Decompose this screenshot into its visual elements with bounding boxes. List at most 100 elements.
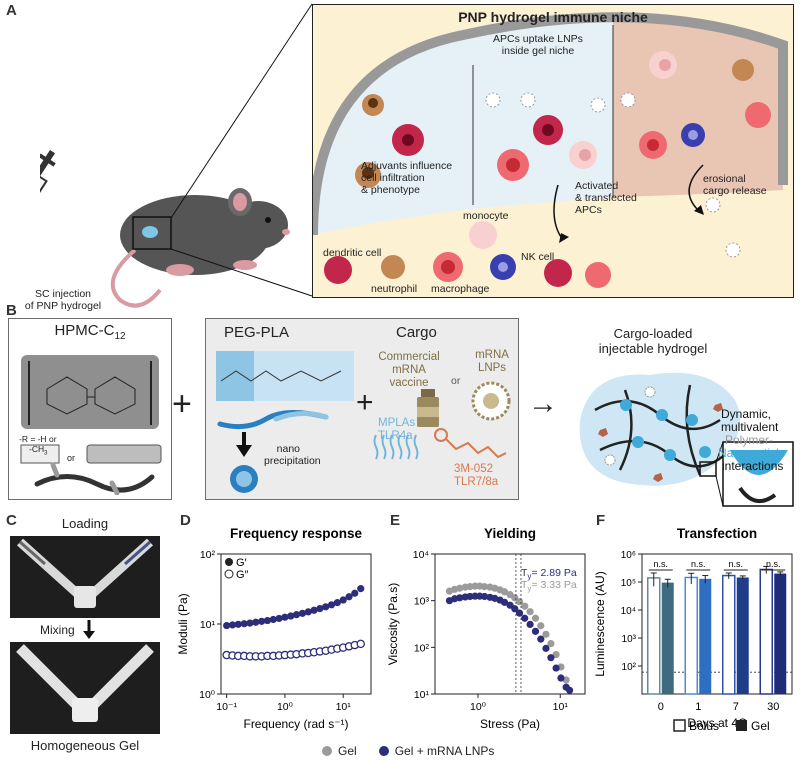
- gel-point: [500, 588, 509, 596]
- tlr78a-label: 3M-052 TLR7/8a: [454, 463, 499, 488]
- hpmc-title: HPMC-C12: [54, 322, 126, 342]
- x-tick-label: 7: [733, 701, 739, 713]
- y-axis-label: Luminescence (AU): [593, 571, 607, 676]
- pegpla-cargo-box: PEG-PLA Cargo nano precipitation Commerc: [205, 318, 519, 500]
- g-prime-point: [269, 615, 277, 624]
- dendritic-cell-icon: [324, 256, 352, 284]
- g-prime-point: [298, 609, 307, 617]
- loading-photo: [10, 536, 160, 618]
- x-tick-label: 10⁰: [470, 701, 487, 713]
- r-group-or: or: [67, 453, 76, 463]
- cargo-or: or: [451, 375, 461, 387]
- nk-cell-icon: [490, 254, 516, 280]
- gel-bar: [736, 577, 749, 694]
- g-prime-point: [339, 596, 347, 604]
- g-prime-point: [310, 606, 318, 614]
- lnp-icon: [590, 97, 606, 113]
- gel-bar: [661, 582, 674, 694]
- gel-bar: [774, 573, 787, 694]
- gel-lnp-point: [456, 594, 464, 602]
- macrophage-icon: [639, 131, 667, 159]
- y-tick-label: 10¹: [200, 619, 216, 631]
- gel-point: [552, 650, 560, 659]
- g-prime-point: [316, 604, 324, 613]
- commercial-vaccine-label: Commercial mRNA vaccine: [378, 351, 440, 389]
- macrophage-icon: [745, 102, 771, 128]
- chart-title: Transfection: [677, 526, 757, 541]
- g-prime-point: [351, 589, 359, 597]
- gel-point: [511, 594, 519, 602]
- lnp-icon: [705, 197, 721, 213]
- peg-pla-title: PEG-PLA: [224, 324, 290, 341]
- plot-frame: [641, 553, 793, 695]
- mixing-label: Mixing: [40, 623, 75, 637]
- x-axis-label: Frequency (rad s⁻¹): [243, 717, 348, 731]
- panel-c-label: C: [6, 512, 17, 529]
- g-prime-point: [234, 620, 242, 628]
- adjuvants-annotation: Adjuvants influence cell infiltration & …: [361, 160, 453, 196]
- syringe-icon: [40, 150, 56, 233]
- interactions-label: interactions: [722, 459, 784, 473]
- yield-stress-annotation: Ty= 3.33 Pa: [521, 579, 577, 593]
- g-prime-point: [223, 621, 231, 630]
- zoom-lines: [170, 3, 313, 297]
- panel-d-label: D: [180, 512, 191, 529]
- gel-lnp-point: [537, 635, 545, 643]
- x-tick-label: 0: [658, 701, 664, 713]
- gel-legend-label: Gel: [338, 744, 357, 758]
- legend-gel-marker: [736, 720, 747, 731]
- y-tick-label: 10²: [414, 642, 430, 654]
- gel-point: [537, 622, 545, 630]
- apc-uptake-annotation: APCs uptake LNPs inside gel niche: [493, 33, 583, 57]
- significance-label: n.s.: [766, 559, 781, 569]
- niche-box: PNP hydrogel immune niche APCs uptake LN…: [312, 4, 794, 298]
- injection-caption: SC injection of PNP hydrogel: [24, 288, 102, 312]
- y-axis-label: Viscosity (Pa.s): [386, 583, 400, 665]
- hydrogel-illustration: [579, 372, 794, 507]
- monocyte-icon: [469, 221, 497, 249]
- macrophage-icon: [585, 262, 611, 288]
- dendritic-cell-icon: [533, 115, 563, 145]
- monocyte-icon: [649, 51, 677, 79]
- macrophage-label: macrophage: [431, 283, 490, 295]
- gel-lnp-point: [521, 614, 529, 622]
- dynamic-multivalent-label: Dynamic, multivalent: [721, 407, 779, 434]
- panel-a-label: A: [6, 2, 17, 19]
- g-prime-point: [228, 621, 237, 629]
- gel-lnp-point: [500, 598, 509, 606]
- dendritic-cell-icon: [392, 124, 424, 156]
- y-tick-label: 10⁴: [413, 549, 429, 561]
- x-tick-label: 1: [695, 701, 701, 713]
- nk-cell-icon: [681, 123, 705, 147]
- g-prime-point: [275, 614, 283, 623]
- legend-g-double-prime-label: G″: [236, 569, 249, 581]
- panel-f-label: F: [596, 512, 606, 529]
- lnp-icon: [485, 92, 501, 108]
- g-prime-point: [304, 608, 312, 616]
- gel-lnp-point: [566, 686, 574, 694]
- g-prime-point: [263, 616, 272, 625]
- homogeneous-gel-label: Homogeneous Gel: [30, 738, 140, 753]
- gel-point: [521, 602, 529, 610]
- nano-precipitation-label: nano precipitation: [264, 443, 321, 467]
- y-tick-label: 10⁶: [621, 550, 636, 561]
- gel-point: [456, 584, 464, 592]
- r-group-ch3: -CH3: [29, 444, 48, 457]
- x-tick-label: 10⁻¹: [216, 701, 237, 713]
- x-tick-label: 10⁰: [277, 701, 294, 713]
- g-prime-point: [333, 599, 341, 607]
- neutrophil-icon: [381, 255, 405, 279]
- x-axis-label: Days at 4C: [687, 716, 747, 730]
- mouse-injection-illustration: [40, 150, 290, 308]
- chart-title: Yielding: [484, 526, 536, 541]
- zoom-box: [132, 216, 172, 250]
- panel-b-label: B: [6, 302, 17, 319]
- bolus-bar: [759, 568, 773, 695]
- legend-g-double-prime-marker: [224, 569, 234, 579]
- hydrogel-title: Cargo-loaded injectable hydrogel: [598, 326, 708, 356]
- neutrophil-icon: [355, 162, 381, 188]
- y-axis-label: Moduli (Pa): [176, 593, 190, 654]
- gel-point: [542, 630, 550, 638]
- r-group-label: -R = -H or: [19, 434, 57, 444]
